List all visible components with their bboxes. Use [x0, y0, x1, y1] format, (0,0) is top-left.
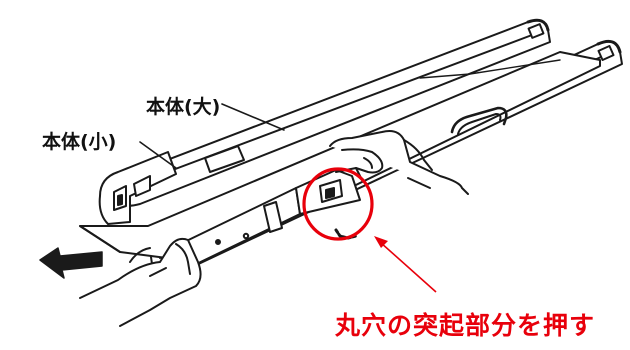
callout-circle — [302, 167, 374, 241]
ramp-plate — [79, 51, 601, 263]
label-body-small: 本体(小) — [42, 131, 117, 153]
left-hand — [79, 237, 202, 327]
label-body-large: 本体(大) — [146, 96, 221, 118]
right-hand — [329, 130, 469, 195]
instruction-text: 丸穴の突起部分を押す — [335, 311, 596, 340]
callout-arrowhead — [374, 236, 388, 248]
pull-direction-arrow — [39, 247, 103, 279]
leader-line-small — [139, 141, 177, 169]
callout — [302, 167, 437, 293]
callout-arrow-line — [379, 241, 437, 293]
carry-handle — [450, 106, 508, 135]
leader-line-large — [221, 103, 285, 131]
small-body — [98, 151, 177, 225]
